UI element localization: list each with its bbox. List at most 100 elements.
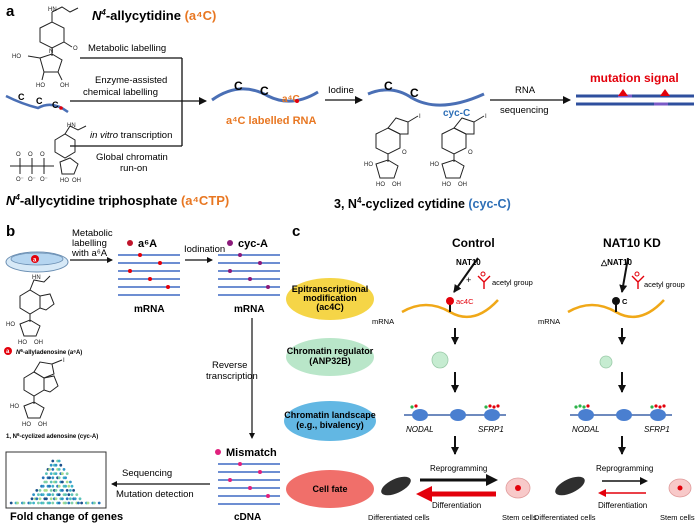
cyc-rna-strand	[367, 88, 485, 107]
svg-text:HO: HO	[430, 162, 439, 168]
input-rna-c3: C	[52, 100, 59, 110]
svg-text:O: O	[40, 152, 45, 158]
fold-dot	[65, 497, 69, 501]
svg-text:Differentiation: Differentiation	[432, 501, 481, 510]
svg-text:O⁻: O⁻	[40, 177, 48, 183]
cyc-rna-c2: C	[410, 86, 419, 100]
fold-dot	[57, 501, 61, 505]
svg-text:SFRP1: SFRP1	[478, 425, 504, 434]
svg-text:acetyl group: acetyl group	[644, 280, 685, 289]
svg-text:NODAL: NODAL	[572, 425, 600, 434]
fold-dot	[54, 480, 58, 484]
fold-dot	[61, 480, 64, 484]
panel-a-letter: a	[6, 3, 15, 20]
fold-dot	[70, 484, 74, 488]
fold-dot	[51, 459, 55, 463]
svg-text:NODAL: NODAL	[406, 425, 434, 434]
step-mutation-detection: Mutation detection	[116, 489, 194, 500]
svg-text:△NAT10: △NAT10	[600, 258, 632, 267]
fold-dot	[57, 493, 61, 496]
cyc-rna-c1: C	[384, 79, 393, 93]
a6a-bullet	[4, 347, 12, 355]
category-box-2: Chromatin regulator (ANP32B)	[286, 338, 374, 376]
svg-text:Chromatin landscape: Chromatin landscape	[284, 410, 376, 420]
step-with-a6a: with a⁶A	[71, 248, 108, 259]
svg-text:mRNA: mRNA	[372, 317, 394, 326]
petri-dish: a	[5, 251, 69, 273]
svg-text:O⁻: O⁻	[16, 177, 24, 183]
fold-dot	[72, 489, 75, 492]
fold-dot	[29, 501, 32, 505]
fold-dot	[48, 476, 51, 480]
svg-text:O⁻: O⁻	[28, 177, 36, 183]
svg-text:I: I	[419, 114, 421, 120]
svg-text:HN: HN	[67, 123, 76, 129]
fold-dot	[67, 484, 71, 488]
fold-dot	[48, 468, 51, 471]
panel-a-input-lines	[70, 57, 207, 147]
svg-text:OH: OH	[34, 340, 43, 346]
svg-text:HO: HO	[6, 322, 15, 328]
category-box-4: Cell fate	[286, 470, 374, 508]
fold-change-dots	[9, 459, 101, 505]
edge-invitro: in vitro transcription	[90, 130, 172, 141]
fold-dot	[51, 468, 55, 471]
fold-dot	[30, 497, 34, 501]
svg-text:(ANP32B): (ANP32B)	[309, 356, 351, 366]
fold-dot	[54, 489, 58, 492]
fold-dot	[49, 463, 53, 467]
fold-dot	[22, 501, 26, 505]
step-iodine: Iodine	[328, 85, 354, 96]
svg-text:Differentiation: Differentiation	[598, 501, 647, 510]
fold-dot	[64, 493, 67, 496]
dish-label: a	[33, 258, 37, 264]
svg-text:(ac4C): (ac4C)	[316, 302, 344, 312]
svg-text:I: I	[63, 358, 65, 364]
fold-dot	[97, 501, 101, 505]
fold-dot	[45, 497, 48, 501]
fold-dot	[38, 497, 42, 501]
fold-dot	[54, 463, 58, 467]
cdna-marks	[228, 462, 270, 498]
a6a-bullet-label: a	[6, 349, 10, 355]
fold-dot	[37, 501, 40, 505]
fold-dot	[69, 489, 72, 492]
step-sequencing: sequencing	[500, 105, 549, 116]
kd-column: △NAT10 acetyl group C mRNA NODAL SFRP1 R…	[534, 257, 695, 522]
svg-text:N: N	[49, 49, 53, 55]
fold-dot	[61, 497, 64, 501]
fold-dot	[49, 497, 53, 501]
fold-dot	[67, 501, 71, 505]
labelled-rna-c1: C	[234, 79, 243, 93]
fold-dot	[49, 472, 53, 475]
fold-dot	[86, 501, 90, 505]
fold-dot	[35, 497, 39, 501]
fold-dot	[59, 463, 63, 467]
svg-text:Reprogramming: Reprogramming	[430, 464, 487, 473]
fold-dot	[54, 497, 58, 501]
svg-text:acetyl group: acetyl group	[492, 278, 533, 287]
category-box-3: Chromatin landscape (e.g., bivalency)	[284, 401, 376, 441]
fold-dot	[45, 472, 48, 475]
fold-dot	[67, 493, 71, 496]
svg-text:HO: HO	[364, 162, 373, 168]
cycc-structure-2	[441, 115, 485, 179]
step-reverse: Reverse	[212, 360, 247, 371]
step-iodination: Iodination	[184, 244, 225, 255]
fold-dot	[57, 459, 61, 463]
svg-text:C: C	[622, 297, 628, 306]
svg-text:mRNA: mRNA	[538, 317, 560, 326]
fold-dot	[48, 501, 51, 505]
a4c-structure	[27, 6, 79, 81]
svg-text:OH: OH	[72, 178, 81, 184]
svg-text:HO: HO	[36, 83, 45, 89]
step-transcription: transcription	[206, 371, 258, 382]
fold-dot	[48, 493, 51, 496]
input-rna-dot	[59, 106, 63, 110]
fold-dot	[38, 489, 42, 492]
svg-text:Differentiated cells: Differentiated cells	[534, 513, 596, 522]
fold-dot	[70, 493, 74, 496]
svg-text:Stem cells: Stem cells	[660, 513, 695, 522]
svg-text:O: O	[73, 46, 78, 52]
